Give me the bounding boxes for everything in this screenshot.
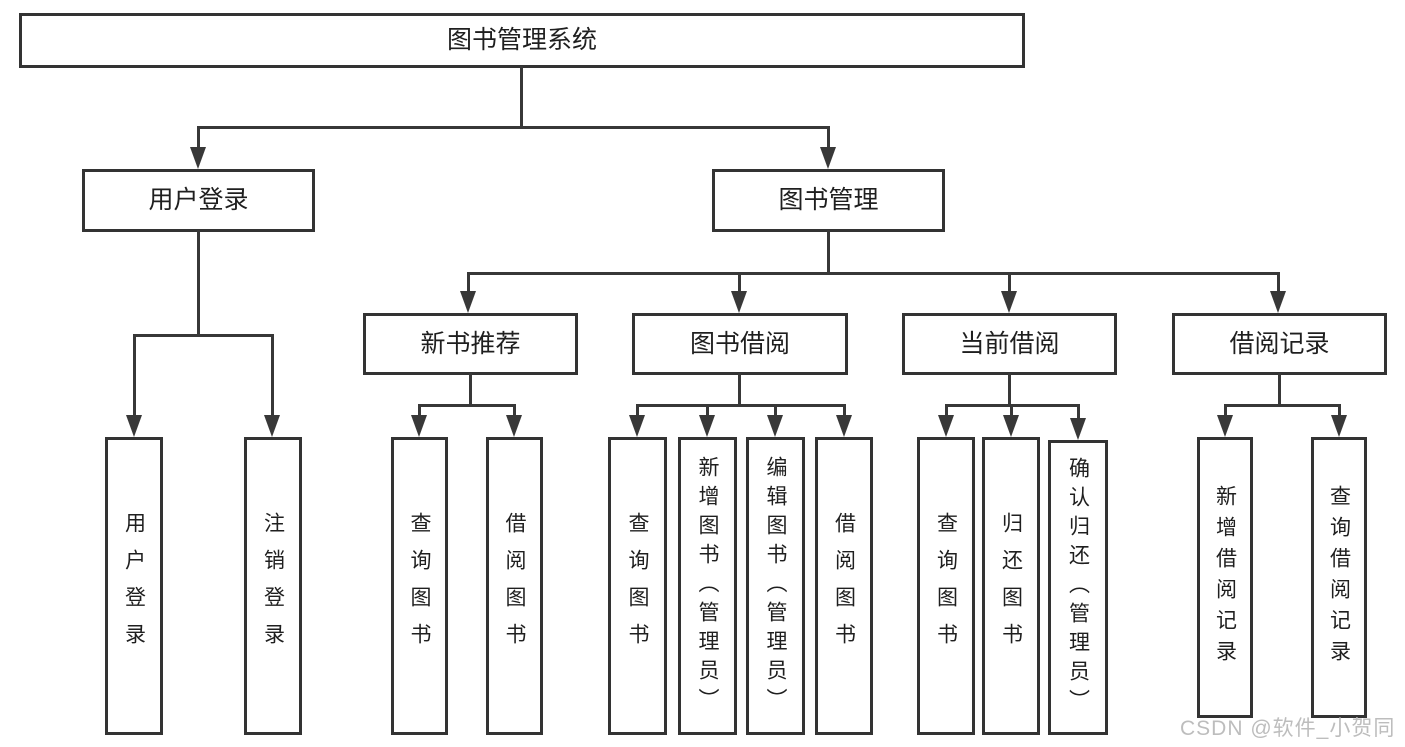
- connector-drop-leaf: [706, 404, 709, 417]
- leaf-query-borrow-record: 查询借阅记录: [1311, 437, 1367, 718]
- node-current-borrowing: 当前借阅: [902, 313, 1117, 375]
- connector-drop-leaf: [1010, 404, 1013, 417]
- arrowhead-down-icon: [190, 147, 206, 169]
- arrowhead-down-icon: [1270, 291, 1286, 313]
- connector-current-trunk: [1008, 373, 1011, 407]
- leaf-user-login: 用户登录: [105, 437, 163, 735]
- leaf-add-books-admin: 新增图书（管理员）: [678, 437, 737, 735]
- node-book-management: 图书管理: [712, 169, 945, 232]
- connector-drop-leaf: [774, 404, 777, 417]
- leaf-query-books-borrow: 查询图书: [608, 437, 667, 735]
- connector-root-trunk: [520, 66, 523, 128]
- leaf-edit-books-admin: 编辑图书（管理员）: [746, 437, 805, 735]
- connector-drop-user-login: [197, 126, 200, 150]
- leaf-return-books: 归还图书: [982, 437, 1040, 735]
- connector-drop-leaf: [1077, 404, 1080, 420]
- arrowhead-down-icon: [1003, 415, 1019, 437]
- leaf-query-books-current: 查询图书: [917, 437, 975, 735]
- csdn-watermark: CSDN @软件_小贺同学: [1180, 717, 1396, 740]
- connector-drop-leaf: [843, 404, 846, 417]
- leaf-borrow-books: 借阅图书: [815, 437, 873, 735]
- arrowhead-down-icon: [699, 415, 715, 437]
- arrowhead-down-icon: [1217, 415, 1233, 437]
- node-user-login: 用户登录: [82, 169, 315, 232]
- node-book-borrowing: 图书借阅: [632, 313, 848, 375]
- connector-level3-split: [467, 272, 1280, 275]
- leaf-borrow-books-recommend: 借阅图书: [486, 437, 543, 735]
- connector-records-trunk: [1278, 373, 1281, 407]
- connector-borrowing-trunk: [738, 373, 741, 407]
- connector-drop-leaf: [1224, 404, 1227, 417]
- leaf-logout: 注销登录: [244, 437, 302, 735]
- arrowhead-down-icon: [126, 415, 142, 437]
- arrowhead-down-icon: [1331, 415, 1347, 437]
- arrowhead-down-icon: [411, 415, 427, 437]
- connector-drop-leaf: [945, 404, 948, 417]
- arrowhead-down-icon: [629, 415, 645, 437]
- connector-records-split: [1224, 404, 1341, 407]
- arrowhead-down-icon: [264, 415, 280, 437]
- connector-drop-current: [1008, 272, 1011, 294]
- connector-management-trunk: [827, 230, 830, 275]
- connector-drop-logout-leaf: [271, 334, 274, 417]
- connector-recommendation-trunk: [469, 373, 472, 407]
- arrowhead-down-icon: [460, 291, 476, 313]
- arrowhead-down-icon: [938, 415, 954, 437]
- connector-recommendation-split: [418, 404, 516, 407]
- arrowhead-down-icon: [836, 415, 852, 437]
- connector-borrowing-split: [636, 404, 846, 407]
- connector-drop-user-login-leaf: [133, 334, 136, 417]
- connector-drop-leaf: [418, 404, 421, 417]
- arrowhead-down-icon: [767, 415, 783, 437]
- arrowhead-down-icon: [731, 291, 747, 313]
- connector-drop-leaf: [636, 404, 639, 417]
- connector-drop-leaf: [1338, 404, 1341, 417]
- arrowhead-down-icon: [1001, 291, 1017, 313]
- connector-drop-records: [1277, 272, 1280, 294]
- connector-drop-book-management: [827, 126, 830, 150]
- leaf-query-books-recommend: 查询图书: [391, 437, 448, 735]
- arrowhead-down-icon: [1070, 418, 1086, 440]
- arrowhead-down-icon: [820, 147, 836, 169]
- connector-login-split: [133, 334, 274, 337]
- connector-drop-recommendation: [467, 272, 470, 294]
- leaf-add-borrow-record: 新增借阅记录: [1197, 437, 1253, 718]
- connector-drop-leaf: [513, 404, 516, 417]
- arrowhead-down-icon: [506, 415, 522, 437]
- connector-level2-split: [197, 126, 830, 129]
- connector-login-trunk: [197, 230, 200, 336]
- connector-drop-borrowing: [738, 272, 741, 294]
- node-borrowing-records: 借阅记录: [1172, 313, 1387, 375]
- leaf-confirm-return-admin: 确认归还（管理员）: [1048, 440, 1108, 735]
- node-library-management-system: 图书管理系统: [19, 13, 1025, 68]
- node-new-book-recommendation: 新书推荐: [363, 313, 578, 375]
